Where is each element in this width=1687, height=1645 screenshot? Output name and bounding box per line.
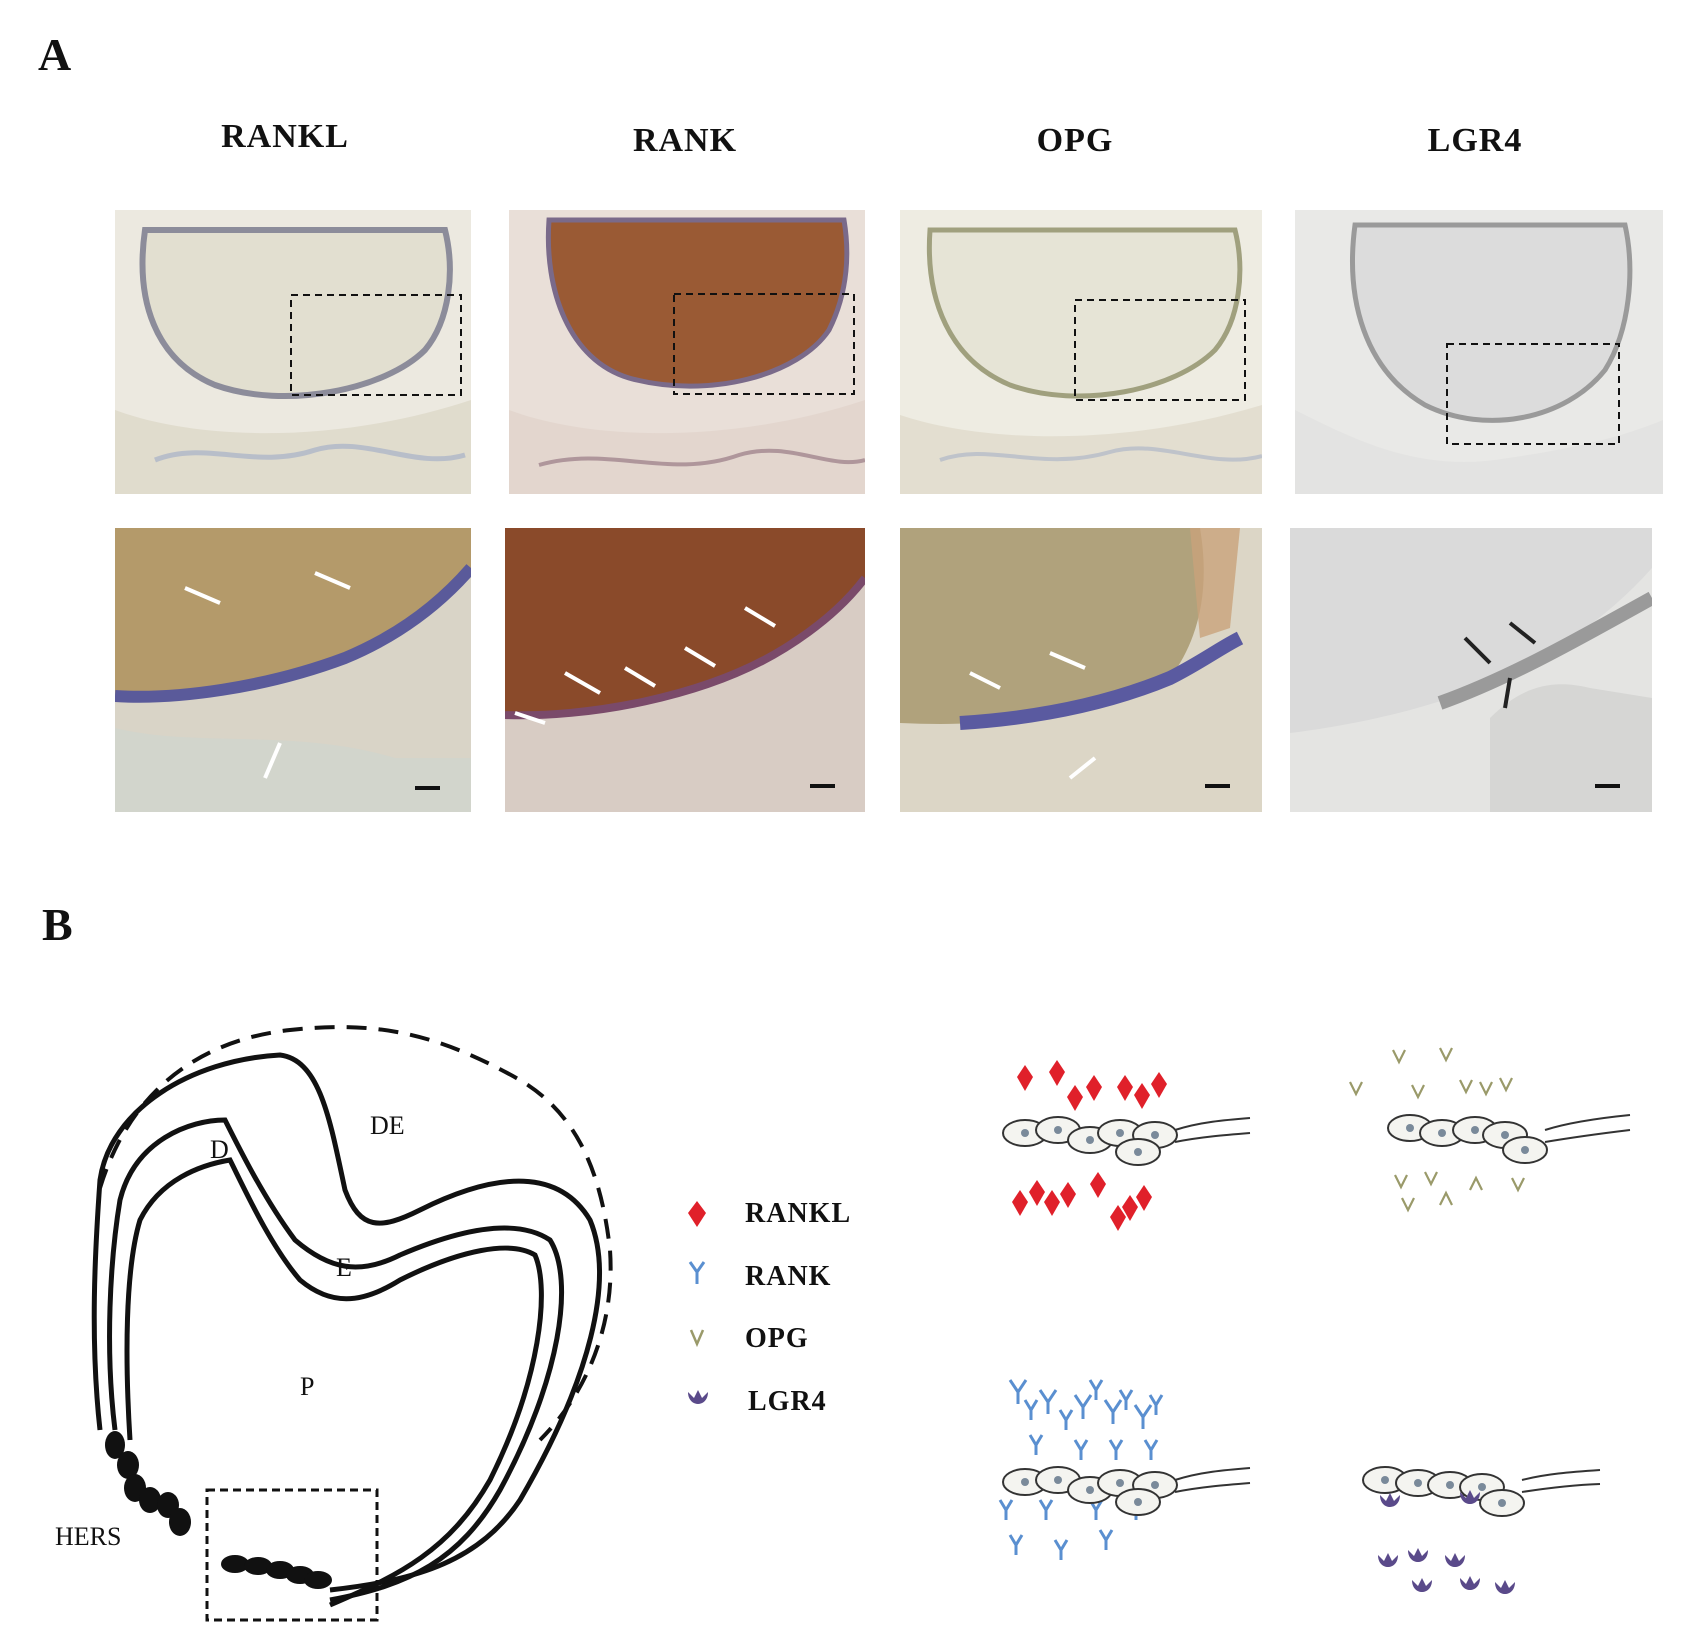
pulp-line: [124, 1157, 544, 1608]
legend-label-rank: RANK: [745, 1261, 831, 1292]
panel-b-letter: B: [42, 899, 73, 950]
region-of-interest-box: [205, 1488, 379, 1622]
micrograph-lgr4-high: [1290, 528, 1652, 812]
legend: RANKL RANK OPG LGR4: [688, 1198, 851, 1417]
schematic-opg: [1349, 1047, 1631, 1213]
micrograph-rankl-high: [115, 528, 471, 812]
label-de: DE: [370, 1111, 405, 1140]
micrograph-opg-high: [900, 528, 1262, 812]
v-shape-icon: [689, 1329, 705, 1348]
hers-cells: [105, 1431, 332, 1589]
micrograph-opg-low: [900, 210, 1262, 494]
dentin-line: [107, 1117, 565, 1603]
label-d: D: [210, 1135, 229, 1164]
diamond-icon: [688, 1201, 706, 1227]
label-p: P: [300, 1372, 314, 1401]
dental-epithelium-dashed-outline: [98, 1025, 613, 1442]
tooth-germ-diagram: DE D E P HERS RANKL RANK OPG LGR4: [55, 1025, 1631, 1622]
legend-label-lgr4: LGR4: [748, 1386, 827, 1417]
panel-a-letter: A: [38, 29, 72, 80]
legend-label-opg: OPG: [745, 1323, 809, 1354]
micrograph-rank-low: [509, 210, 865, 494]
schematic-lgr4: [1362, 1466, 1601, 1594]
column-title-lgr4: LGR4: [1427, 122, 1523, 159]
schematic-rankl: [1002, 1060, 1251, 1231]
label-hers: HERS: [55, 1522, 121, 1551]
micrograph-rank-high: [505, 528, 865, 812]
micrograph-rankl-low: [115, 210, 471, 494]
column-title-rankl: RANKL: [221, 118, 349, 155]
outer-enamel-line: [91, 1052, 602, 1593]
legend-label-rankl: RANKL: [745, 1198, 851, 1229]
schematic-rank: [998, 1379, 1251, 1560]
label-e: E: [336, 1253, 352, 1282]
crescent-icon: [688, 1390, 708, 1404]
column-title-opg: OPG: [1036, 122, 1114, 159]
micrograph-lgr4-low: [1295, 210, 1663, 494]
y-shape-icon: [688, 1261, 706, 1284]
column-title-rank: RANK: [632, 122, 738, 159]
